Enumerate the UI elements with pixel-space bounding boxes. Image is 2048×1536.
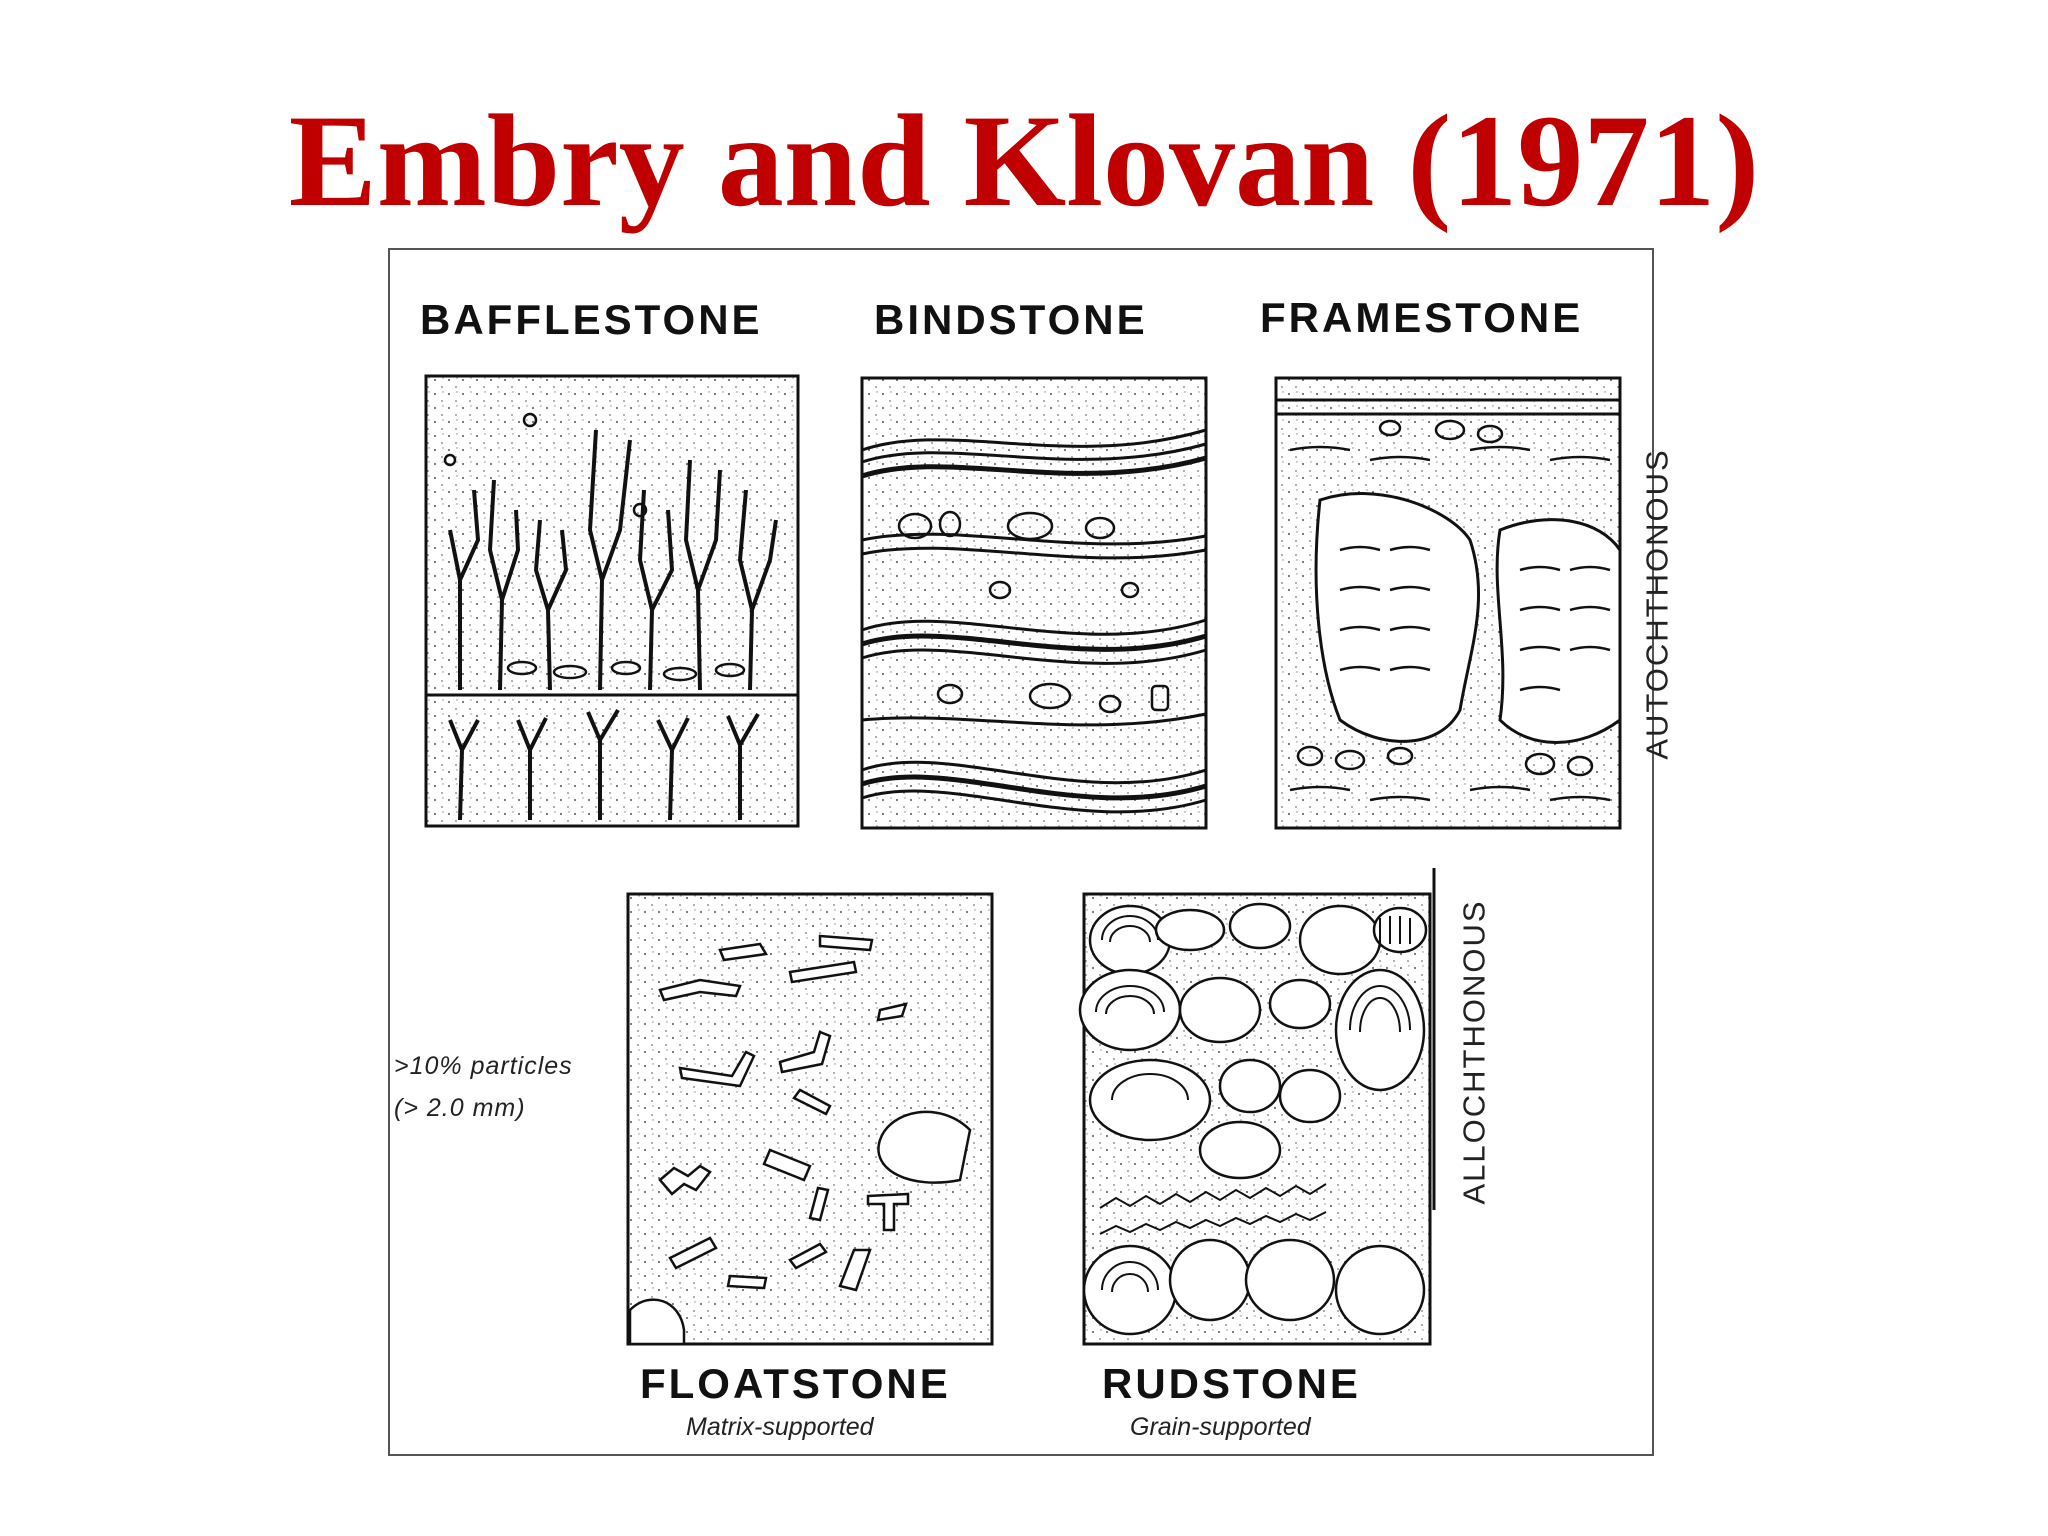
figure-drawing [424,374,1622,1346]
rudstone-subtitle: Grain-supported [1130,1413,1311,1441]
slide-title: Embry and Klovan (1971) [288,87,1760,234]
framestone-panel [1274,376,1622,830]
particle-size-note-line2: (> 2.0 mm) [394,1094,526,1122]
rudstone-panel [1078,892,1432,1346]
bindstone-label: BINDSTONE [874,296,1148,343]
bindstone-panel [860,376,1208,830]
rudstone-label: RUDSTONE [1102,1360,1361,1407]
particle-size-note-line1: >10% particles [394,1052,573,1080]
classification-figure: BAFFLESTONE BINDSTONE FRAMESTONE AUTOCHT… [388,248,1675,1456]
framestone-label: FRAMESTONE [1260,294,1584,341]
bafflestone-label: BAFFLESTONE [420,296,763,343]
floatstone-panel [626,892,994,1346]
autochthonous-label: AUTOCHTHONOUS [1639,448,1675,760]
floatstone-subtitle: Matrix-supported [686,1413,874,1441]
allochthonous-label: ALLOCHTHONOUS [1456,899,1492,1205]
bafflestone-panel [424,374,800,828]
floatstone-label: FLOATSTONE [640,1360,951,1407]
